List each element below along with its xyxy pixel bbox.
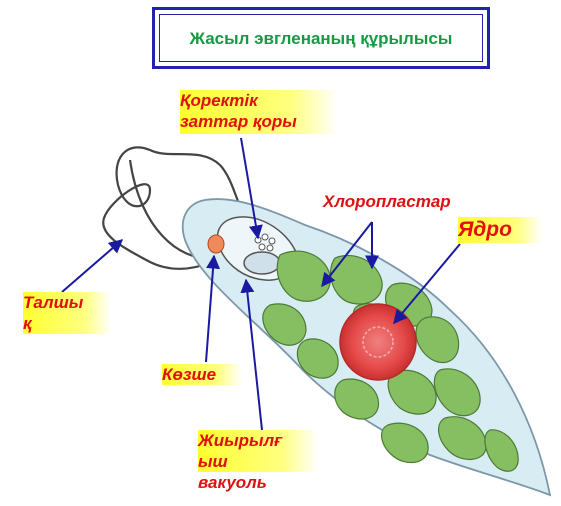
nucleus — [340, 304, 416, 380]
vacuole-label-line3: вакуоль — [198, 472, 267, 493]
contractile-vacuole — [244, 252, 280, 274]
flagellum-label: Талшы қ — [23, 292, 111, 334]
flagellum-label-line2: қ — [23, 313, 111, 334]
food-store-label-line2: заттар қоры — [180, 111, 338, 132]
vacuole-label-line2: ыш — [198, 451, 318, 472]
food-store-label-line1: Қоректік — [180, 90, 338, 111]
flagellum-arrow — [62, 240, 122, 292]
chloroplasts-label: Хлоропластар — [323, 191, 451, 212]
flagellum-label-line1: Талшы — [23, 292, 111, 313]
vacuole-label: Жиырылғ ыш — [198, 430, 318, 472]
food-store-label: Қоректік заттар қоры — [180, 90, 338, 134]
eyespot — [208, 235, 224, 253]
vacuole-label-line1: Жиырылғ — [198, 430, 318, 451]
nucleus-label: Ядро — [458, 217, 542, 243]
eyespot-label: Көзше — [162, 364, 242, 385]
